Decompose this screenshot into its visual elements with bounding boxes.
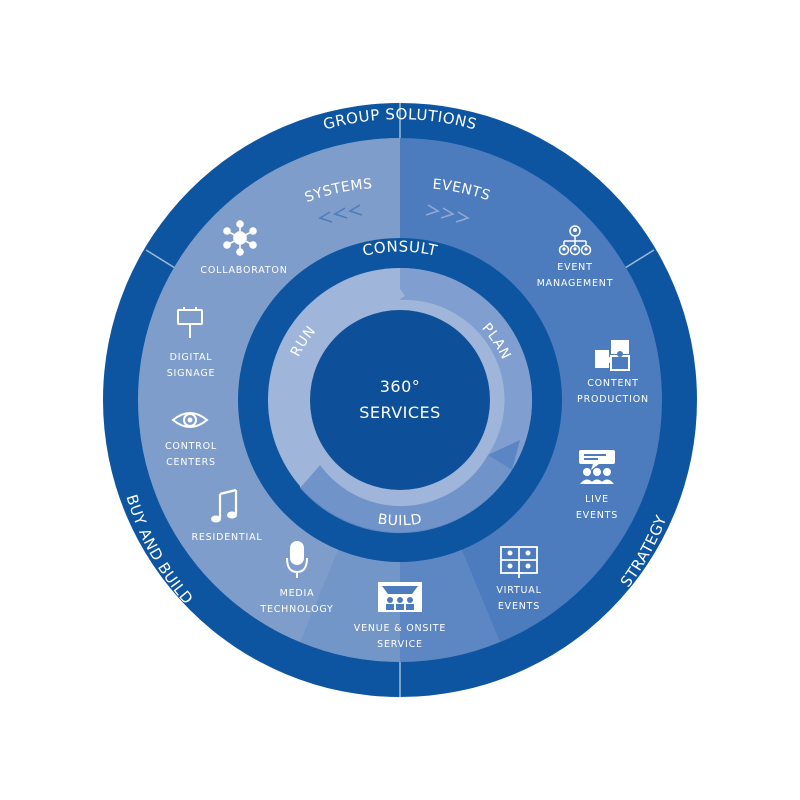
plan-arrowhead: [488, 440, 520, 470]
label-virtual-events-1: VIRTUAL: [496, 585, 541, 596]
label-media-technology-1: MEDIA: [280, 588, 315, 599]
label-content-production-2: PRODUCTION: [577, 394, 649, 405]
music-note-icon: [211, 488, 238, 523]
org-chart-icon: [558, 225, 592, 256]
events-chevrons: [425, 204, 470, 223]
label-venue-onsite-1: VENUE & ONSITE: [354, 623, 446, 634]
run-arrowhead: [382, 268, 405, 310]
label-build: BUILD: [377, 511, 424, 529]
label-event-management-2: MANAGEMENT: [537, 278, 614, 289]
center-circle: [310, 310, 490, 490]
label-live-events-1: LIVE: [585, 494, 609, 505]
systems-chevrons: [318, 204, 363, 223]
label-content-production-1: CONTENT: [587, 378, 639, 389]
plan-arrow: [400, 268, 533, 470]
video-grid-icon: [500, 546, 538, 578]
label-virtual-events-2: EVENTS: [498, 601, 540, 612]
label-residential: RESIDENTIAL: [191, 532, 262, 543]
label-control-centers-1: CONTROL: [165, 441, 217, 452]
label-media-technology-2: TECHNOLOGY: [259, 604, 333, 615]
build-arrow: [300, 455, 512, 534]
build-arrowhead: [300, 452, 320, 488]
label-collaboration: COLLABORATON: [200, 265, 287, 276]
label-venue-onsite-2: SERVICE: [377, 639, 423, 650]
label-live-events-2: EVENTS: [576, 510, 618, 521]
label-control-centers-2: CENTERS: [166, 457, 216, 468]
label-digital-signage-1: DIGITAL: [170, 352, 213, 363]
center-label-line1: 360°: [380, 377, 421, 396]
ring-divider-left: [145, 249, 176, 269]
puzzle-icon: [595, 340, 630, 371]
label-consult: CONSULT: [361, 237, 440, 259]
eye-icon: [171, 412, 209, 428]
network-nodes-icon: [223, 220, 257, 256]
speech-group-icon: [579, 450, 615, 484]
microphone-icon: [286, 541, 308, 578]
signpost-icon: [177, 307, 203, 338]
center-label-line2: SERVICES: [359, 403, 441, 422]
ring-divider-right: [624, 249, 655, 269]
label-event-management-1: EVENT: [557, 262, 592, 273]
label-digital-signage-2: SIGNAGE: [167, 368, 216, 379]
stage-audience-icon: [378, 582, 422, 612]
